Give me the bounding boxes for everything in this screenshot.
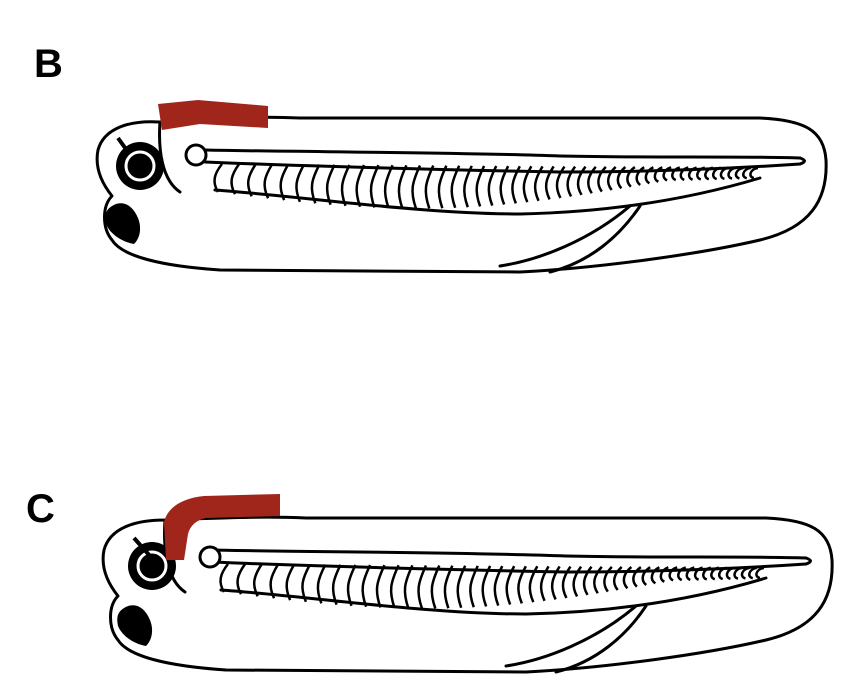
eye — [116, 142, 164, 190]
notochord-tip — [800, 158, 805, 164]
panel-c: C — [0, 465, 843, 699]
somite — [363, 565, 370, 607]
somite — [452, 166, 459, 208]
notochord-tip — [806, 558, 811, 564]
somite — [470, 566, 477, 607]
somite — [238, 564, 245, 594]
eye-center — [134, 160, 146, 172]
somite — [405, 565, 412, 608]
somite — [271, 564, 278, 598]
somite — [215, 164, 222, 192]
somite — [445, 566, 452, 608]
somite — [377, 565, 384, 607]
notochord-upper — [205, 150, 800, 158]
somite — [439, 166, 446, 208]
tadpole-embryo-diagram-b — [0, 0, 843, 330]
highlight-region — [158, 100, 268, 130]
somite — [248, 164, 255, 196]
head-line — [160, 122, 180, 192]
embryo-body-outline — [103, 517, 832, 672]
otic-vesicle — [200, 547, 220, 567]
somite — [333, 565, 340, 605]
eye-center — [146, 560, 158, 572]
somite — [385, 165, 392, 208]
panel-b: B — [0, 0, 843, 330]
somite — [432, 566, 439, 609]
somite — [318, 565, 325, 604]
somite — [254, 564, 261, 596]
somite — [221, 564, 228, 592]
somite — [296, 165, 303, 202]
somite — [426, 166, 433, 209]
somite — [477, 166, 484, 206]
somite — [756, 568, 763, 578]
somite — [750, 168, 757, 178]
somite — [348, 565, 355, 606]
somite — [342, 165, 349, 206]
otic-vesicle — [186, 145, 206, 165]
somite — [399, 165, 406, 208]
somite — [458, 566, 465, 608]
somite — [391, 565, 398, 608]
somite — [312, 165, 319, 204]
somite — [371, 165, 378, 207]
somite — [464, 166, 471, 207]
tadpole-embryo-diagram-c — [0, 465, 843, 699]
somite — [281, 164, 288, 200]
cement-gland — [117, 605, 152, 646]
somite — [232, 164, 239, 194]
somite — [357, 165, 364, 207]
notochord-upper — [212, 550, 806, 558]
somite — [287, 564, 294, 600]
somite — [412, 165, 419, 208]
embryo-body-outline — [97, 117, 826, 272]
somite — [483, 566, 490, 606]
somite — [265, 164, 272, 198]
somite — [302, 565, 309, 602]
somite — [327, 165, 334, 205]
somite — [418, 565, 425, 608]
